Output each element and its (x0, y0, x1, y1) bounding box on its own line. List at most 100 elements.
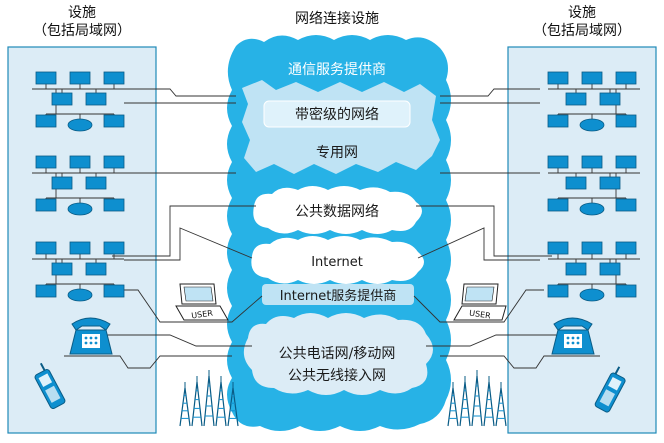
left-user-laptop-icon: USER (175, 283, 229, 321)
lan-computer-icon (615, 155, 637, 169)
lan-computer-icon (51, 262, 73, 276)
lan-server-icon (579, 202, 605, 216)
tower-leg (196, 381, 203, 427)
lan-computer-icon (615, 241, 637, 255)
right-radio-towers-icon (447, 370, 507, 427)
left-user-label: USER (191, 308, 214, 320)
tower-leg (232, 387, 239, 427)
connection-line (426, 334, 560, 347)
lan-computer-icon (547, 284, 569, 298)
tower-leg (495, 387, 502, 427)
lan-computer-icon (547, 241, 569, 255)
secure-network-label: 带密级的网络 (295, 106, 379, 123)
lan-nodes (35, 71, 637, 302)
lan-computer-icon (35, 198, 57, 212)
lan-computer-icon (565, 262, 587, 276)
lan-computer-icon (35, 114, 57, 128)
right-facility-title: 设施 (568, 5, 596, 21)
lan-computer-icon (35, 71, 57, 85)
tower-leg (208, 375, 215, 427)
connection-line (112, 205, 256, 257)
public-data-network-label: 公共数据网络 (295, 204, 379, 220)
tower-leg (184, 387, 191, 427)
right-user-label: USER (469, 309, 492, 321)
lan-computer-icon (615, 71, 637, 85)
right-mobile-phone-icon (594, 366, 626, 413)
right-user-laptop-icon: USER (453, 283, 507, 321)
left-facility-title: 设施 (68, 5, 96, 21)
lan-computer-icon (599, 262, 621, 276)
lan-computer-icon (599, 92, 621, 106)
lan-computer-icon (85, 176, 107, 190)
connection-line (413, 289, 544, 323)
connection-line (124, 227, 253, 261)
lan-computer-icon (547, 71, 569, 85)
isp-label: Internet服务提供商 (280, 288, 397, 304)
connection-line (64, 355, 232, 369)
pstn-cloud (243, 313, 433, 395)
tower-leg (483, 381, 490, 427)
lan-computer-icon (565, 176, 587, 190)
tower-leg (471, 375, 478, 427)
connection-line (124, 88, 236, 97)
connection-line (417, 227, 540, 261)
tower-leg (476, 375, 483, 427)
connection-line (440, 355, 600, 369)
lan-computer-icon (581, 155, 603, 169)
lan-computer-icon (581, 71, 603, 85)
pstn-label-line2: 公共无线接入网 (288, 367, 386, 384)
lan-computer-icon (51, 176, 73, 190)
public-data-network-cloud (253, 186, 422, 234)
tower-leg (220, 381, 227, 427)
left-facility-subtitle: （包括局域网） (33, 23, 131, 39)
lan-computer-icon (35, 284, 57, 298)
lan-server-icon (67, 288, 93, 302)
lan-computer-icon (581, 241, 603, 255)
lan-computer-icon (103, 198, 125, 212)
lan-computer-icon (547, 198, 569, 212)
lan-computer-icon (547, 114, 569, 128)
lan-computer-icon (103, 114, 125, 128)
lan-computer-icon (69, 155, 91, 169)
internet-cloud (251, 236, 424, 284)
connection-line (120, 289, 263, 323)
tower-leg (179, 387, 186, 427)
tower-leg (191, 381, 198, 427)
tower-leg (452, 387, 459, 427)
lan-computer-icon (103, 155, 125, 169)
center-title: 网络连接设施 (295, 11, 379, 27)
right-facility-subtitle: （包括局域网） (533, 23, 631, 39)
lan-computer-icon (547, 155, 569, 169)
lan-computer-icon (35, 155, 57, 169)
lan-computer-icon (69, 71, 91, 85)
carrier-label: 通信服务提供商 (288, 62, 386, 78)
lan-computer-icon (103, 71, 125, 85)
tower-leg (203, 375, 210, 427)
lan-server-icon (579, 118, 605, 132)
connection-line (440, 88, 540, 97)
tower-leg (227, 387, 234, 427)
lan-server-icon (67, 202, 93, 216)
left-facility-panel (7, 46, 157, 434)
lan-computer-icon (103, 284, 125, 298)
connection-line (416, 205, 552, 257)
tower-leg (459, 381, 466, 427)
tower-leg (447, 387, 454, 427)
left-mobile-phone-icon (34, 362, 66, 409)
left-telephone-icon (69, 317, 113, 355)
lan-computer-icon (69, 241, 91, 255)
right-facility-panel (507, 46, 657, 434)
tower-leg (500, 387, 507, 427)
left-radio-towers-icon (179, 370, 239, 427)
lan-computer-icon (85, 262, 107, 276)
internet-label: Internet (311, 255, 363, 270)
lan-computer-icon (615, 114, 637, 128)
tower-leg (488, 381, 495, 427)
lan-computer-icon (85, 92, 107, 106)
isp-bar (262, 284, 414, 305)
lan-computer-icon (599, 176, 621, 190)
right-telephone-icon (551, 317, 595, 355)
connection-line (100, 334, 252, 347)
lan-computer-icon (51, 92, 73, 106)
